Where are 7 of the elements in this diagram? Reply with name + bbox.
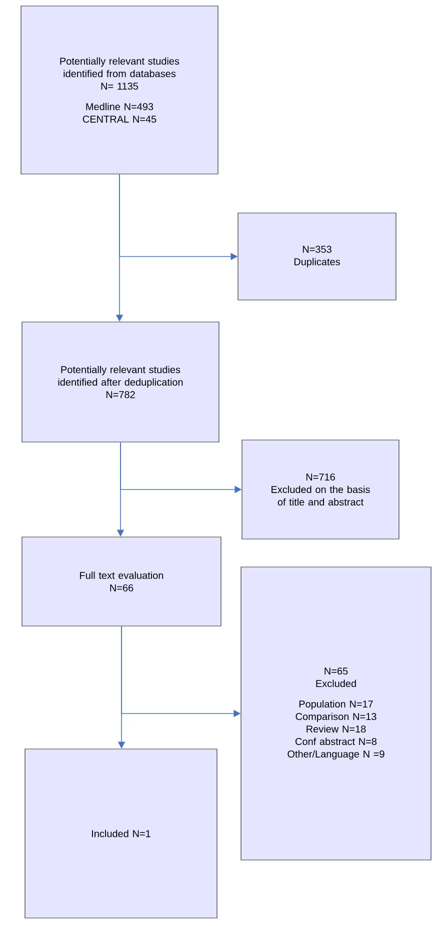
process-box: N=353 Duplicates: [238, 212, 396, 300]
process-box: Potentially relevant studies identified after deduplication N=782: [22, 322, 220, 442]
process-box: N=65 Excluded Population N=17 Comparison N=13 Review N=18 Conf abstract N=8 Other/Language N =9: [240, 566, 432, 860]
process-box: Potentially relevant studies identified from databases N= 1135 Medline N=493 CENTRAL N=45: [20, 6, 218, 174]
process-box: Included N=1: [24, 748, 218, 918]
process-box: N=716 Excluded on the basis of title and abstract: [242, 440, 400, 540]
process-box: Full text evaluation N=66: [22, 536, 222, 626]
